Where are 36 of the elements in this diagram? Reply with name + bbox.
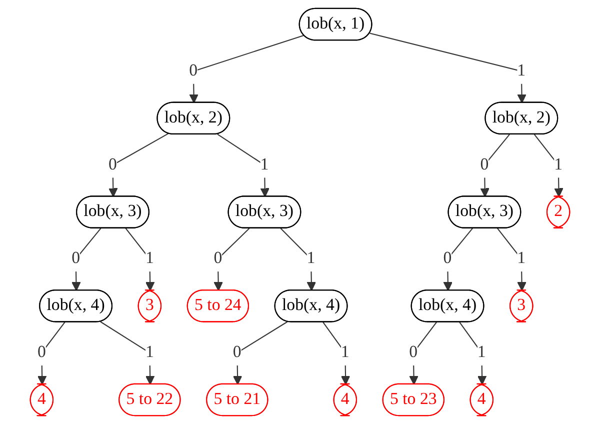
arrow [72, 228, 102, 291]
arrow [409, 322, 437, 385]
edge-label: 0 [232, 343, 242, 362]
arrow [480, 134, 510, 198]
arrow [100, 321, 155, 385]
arrow [370, 32, 526, 104]
edge-label: 0 [72, 249, 80, 268]
arrow [459, 322, 487, 385]
edge-label: 0 [37, 343, 46, 362]
arrow [280, 228, 316, 291]
arrow [214, 228, 250, 291]
edge-label: 0 [443, 249, 452, 268]
arrow [322, 322, 350, 385]
arrow [189, 34, 304, 104]
arrow [108, 133, 169, 198]
edge-label: 0 [189, 62, 198, 80]
arrow [125, 228, 155, 291]
edge-label: 0 [480, 156, 489, 174]
edge-label: 1 [145, 343, 154, 362]
edge-label: 1 [306, 249, 316, 268]
edge-label: 0 [108, 156, 117, 174]
edge-label: 0 [409, 343, 418, 362]
arrow [232, 321, 288, 385]
edge-label: 1 [554, 156, 563, 174]
edge-label: 1 [517, 62, 526, 80]
arrow [534, 134, 564, 198]
edge-label: 1 [517, 249, 526, 268]
arrow [217, 134, 270, 198]
arrow [443, 228, 473, 291]
edge-label: 1 [145, 249, 154, 268]
edge-label: 1 [477, 343, 486, 362]
arrow [497, 228, 526, 291]
edge-label: 1 [340, 343, 350, 362]
arrow [37, 322, 66, 385]
edge-label: 1 [260, 156, 269, 174]
edge-label: 0 [214, 249, 222, 268]
